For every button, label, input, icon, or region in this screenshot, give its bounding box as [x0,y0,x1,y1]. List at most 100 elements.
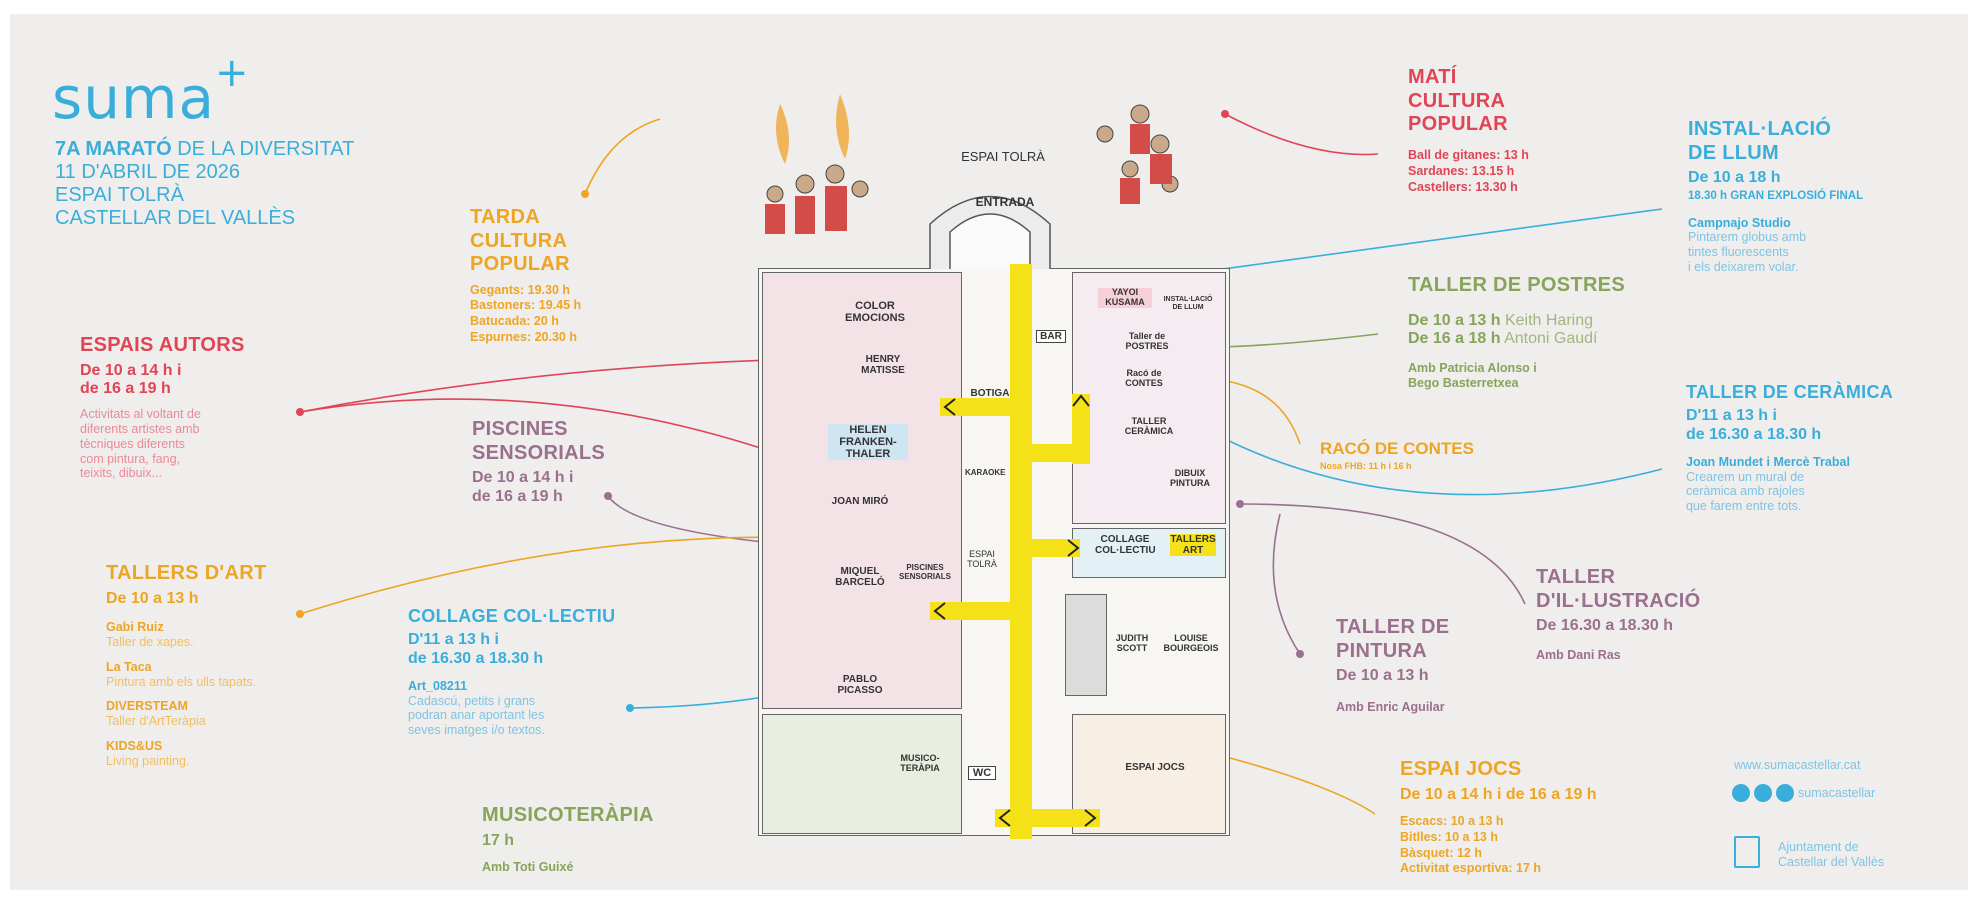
map-taller-postres: Taller de POSTRES [1125,331,1169,351]
map-karaoke: KARAOKE [965,468,1006,477]
section-espai-jocs: ESPAI JOCS De 10 a 14 h i de 16 a 19 h E… [1400,758,1597,877]
x-twitter-icon[interactable] [1776,784,1794,802]
map-color-emocions: COLOR EMOCIONS [845,300,905,325]
event-venue: ESPAI TOLRÀ [55,184,184,206]
entry-name: Gabi Ruiz [106,620,164,635]
yellow-path [930,264,1100,839]
postres-line-2: De 16 a 18 h Antoni Gaudí [1408,330,1598,348]
footer-social: sumacastellar [1732,784,1875,802]
entry-name: KIDS&US [106,738,163,753]
map-judith-scott: JUDITH SCOTT [1115,633,1149,653]
tallers-art-entries: Gabi Ruiz Taller de xapes. La Taca Pintu… [106,620,267,768]
installacio-time: De 10 a 18 h [1688,169,1781,187]
section-taller-postres: TALLER DE POSTRES De 10 a 13 h Keith Har… [1408,274,1625,391]
pintura-who: Amb Enric Aguilar [1336,700,1445,715]
espais-autors-title: ESPAIS AUTORS [80,334,245,356]
logo-plus: + [215,50,250,96]
musico-who: Amb Toti Guixé [482,860,574,875]
map-espai-tolra: ESPAI TOLRÀ [961,149,1045,164]
map-wc: WC [968,766,996,781]
map-henry-matisse: HENRY MATISSE [861,354,905,376]
map-miquel-barcelo: MIQUEL BARCELÓ [835,566,885,588]
map-collage: COLLAGE COL·LECTIU [1095,534,1156,556]
room-musicoterapia [762,714,962,834]
map-joan-miro: JOAN MIRÓ [831,496,889,507]
social-handle: sumacastellar [1798,786,1876,800]
map-dibuix-pintura: DIBUIX PINTURA [1170,468,1210,488]
section-tallers-art: TALLERS D'ART De 10 a 13 h Gabi Ruiz Tal… [106,562,267,768]
map-musicoterapia: MUSICO-TERÀPIA [900,753,940,773]
entry-desc: Taller de xapes. [106,635,194,650]
tallers-art-title: TALLERS D'ART [106,562,267,584]
postres-line-1: De 10 a 13 h Keith Haring [1408,311,1593,329]
map-helen-frankenthaler: HELEN FRANKEN-THALER [828,424,908,461]
council-shield-icon [1734,836,1760,868]
logo-text: suma [52,64,216,132]
entry-name: DIVERSTEAM [106,699,188,714]
header-info: 7A MARATÓ DE LA DIVERSITAT 11 D'ABRIL DE… [55,138,354,230]
facebook-icon[interactable] [1754,784,1772,802]
map-tallers-art: TALLERS ART [1170,534,1216,556]
illustracio-time: De 16.30 a 18.30 h [1536,617,1673,635]
musico-title: MUSICOTERÀPIA [482,804,654,826]
map-louise-bourgeois: LOUISE BOURGEOIS [1163,633,1219,653]
entrance-illustration [765,94,1179,269]
illustracio-who: Amb Dani Ras [1536,648,1621,663]
map-espai-jocs: ESPAI JOCS [1125,762,1185,773]
event-town: CASTELLAR DEL VALLÈS [55,207,296,229]
ceramica-who: Joan Mundet i Mercè Trabal [1686,454,1850,469]
map-yayoi-kusama: YAYOI KUSAMA [1098,287,1152,308]
instagram-icon[interactable] [1732,784,1750,802]
event-title: 7A MARATÓ DE LA DIVERSITAT [55,138,355,160]
collage-org: Art_08211 [408,678,468,693]
section-musicoterapia: MUSICOTERÀPIA 17 h Amb Toti Guixé [482,804,654,875]
map-taller-ceramica: TALLER CERÀMICA [1124,416,1174,436]
map-botiga: BOTIGA [970,388,1010,399]
map-espai-tolra-vertical: ESPAI TOLRÀ [967,549,997,569]
map-piscines-sensorials: PISCINES SENSORIALS [898,563,951,581]
installacio-org: Campnajo Studio [1688,215,1791,230]
entry-desc: Living painting. [106,753,190,768]
entry-name: La Taca [106,659,152,674]
poster: ESPAI TOLRÀ ENTRADA COLOR EMOCIONS HENRY… [10,14,1968,890]
ceramica-title: TALLER DE CERÀMICA [1686,382,1894,402]
map-installacio: INSTAL·LACIÓ DE LLUM [1163,296,1213,311]
section-raco-contes: RACÓ DE CONTES Nosa FHB: 11 h i 16 h [1320,439,1474,472]
event-date: 11 D'ABRIL DE 2026 [55,161,241,183]
jocs-time: De 10 a 14 h i de 16 a 19 h [1400,785,1597,803]
pintura-time: De 10 a 13 h [1336,667,1429,685]
map-raco-contes: Racó de CONTES [1125,368,1163,388]
map-bar: BAR [1036,330,1066,343]
footer-web[interactable]: www.sumacastellar.cat [1734,758,1861,772]
tallers-art-time: De 10 a 13 h [106,589,199,607]
entry-desc: Taller d'ArtTeràpia [106,714,206,729]
map-entrada: ENTRADA [975,195,1035,209]
